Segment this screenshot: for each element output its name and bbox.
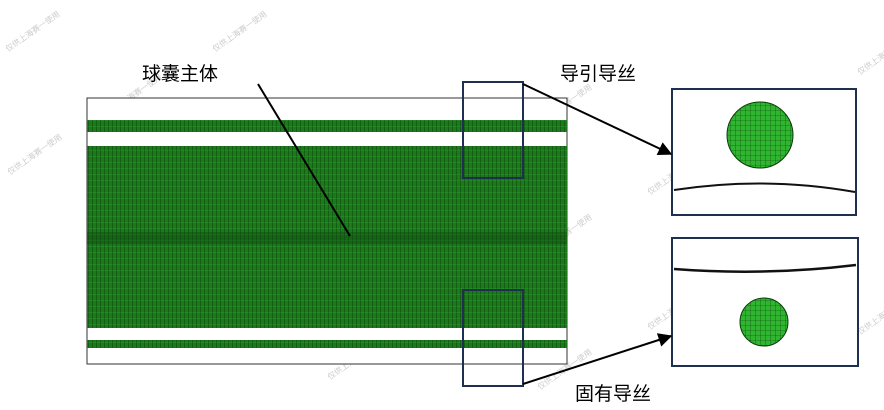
fixed-wire-label: 固有导丝	[575, 383, 651, 405]
watermark: 仅供上海赛一使用	[855, 32, 884, 77]
balloon-wall-arc	[673, 263, 857, 273]
fixed-wire-inset	[671, 237, 859, 367]
watermark: 仅供上海赛一使用	[210, 9, 268, 54]
guide-wire-arrow	[522, 83, 673, 155]
guide-wire-inset	[671, 88, 857, 216]
watermark: 仅供上海赛一使用	[5, 132, 63, 177]
mesh-band-main	[87, 146, 567, 328]
fixed-wire-arrow	[522, 333, 673, 385]
balloon-body-pointer	[257, 83, 351, 237]
mesh-band-bottom	[87, 340, 567, 348]
guide-wire-label: 导引导丝	[560, 63, 636, 85]
fixed-wire-highlight-box	[462, 289, 524, 387]
balloon-body-label: 球囊主体	[142, 63, 218, 85]
balloon-wall-arc	[673, 182, 856, 193]
watermark: 仅供上海赛一使用	[855, 292, 884, 337]
mesh-band-top	[87, 120, 567, 132]
watermark: 仅供上海赛一使用	[3, 9, 61, 54]
balloon-body-model	[86, 97, 568, 365]
guide-wire-highlight-box	[462, 81, 524, 179]
guide-wire-cross-section	[726, 101, 794, 169]
fixed-wire-cross-section	[739, 297, 789, 347]
